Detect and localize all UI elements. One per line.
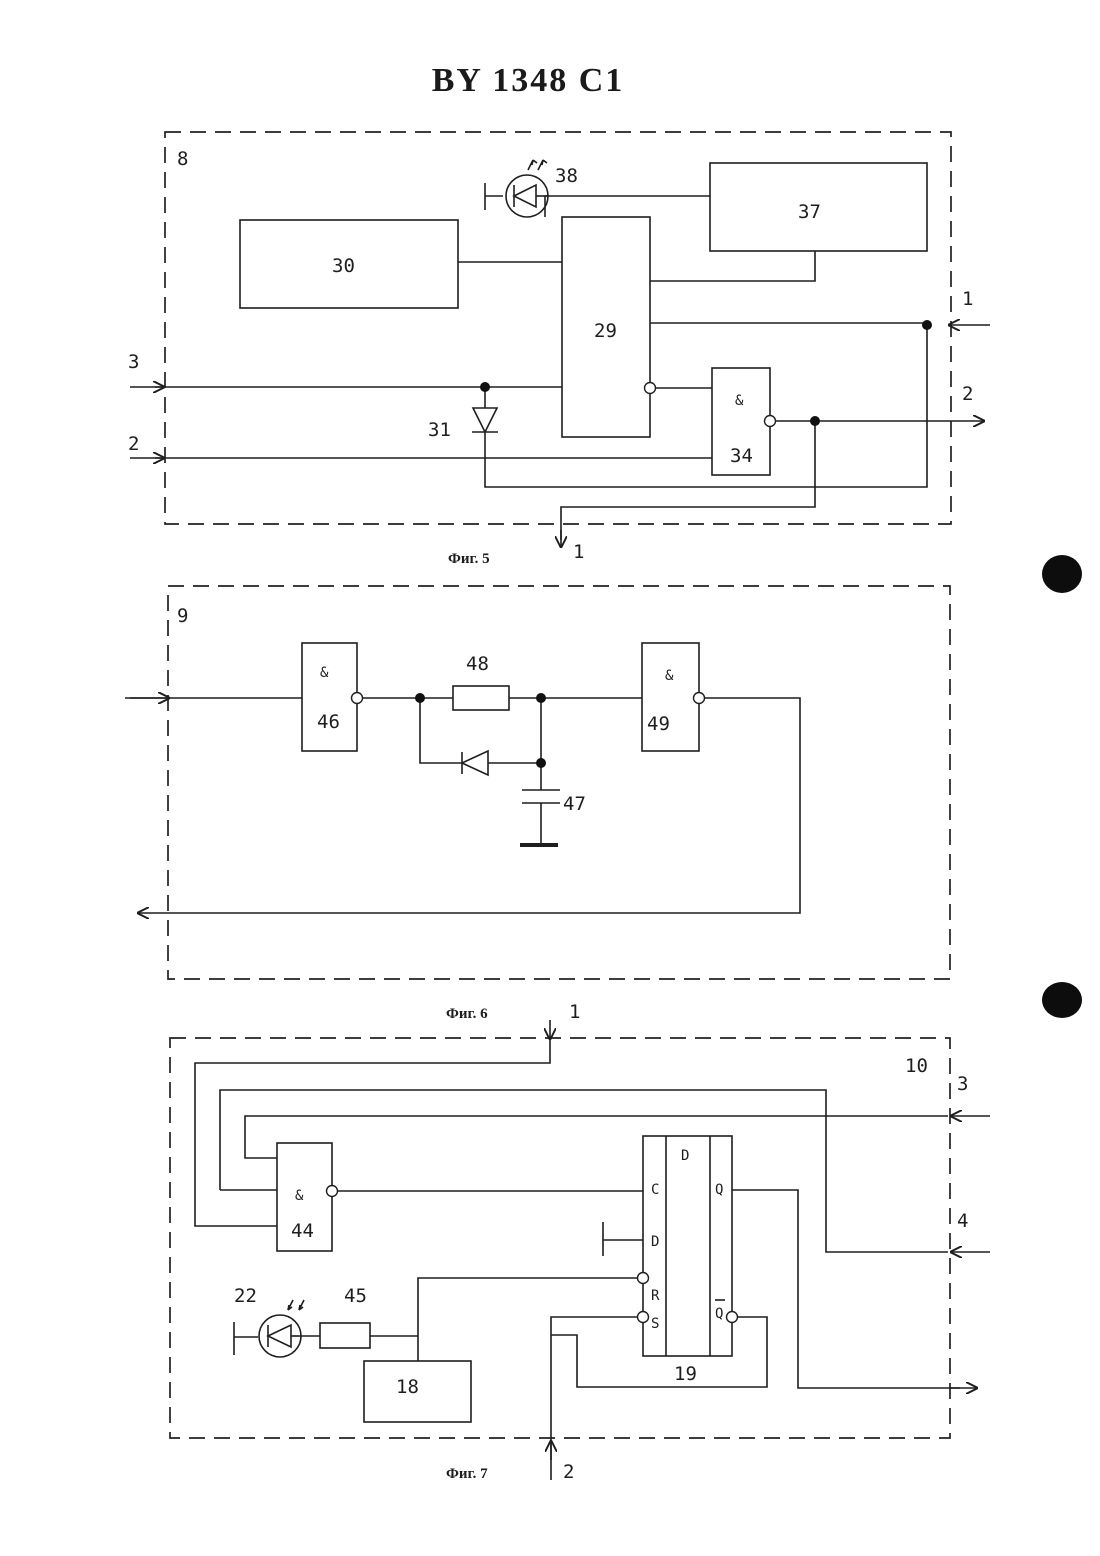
inverter-bubble-29 xyxy=(645,383,656,394)
figure-5: 8 30 29 37 & 34 xyxy=(128,132,990,567)
trigger-19-pin-q: Q xyxy=(715,1182,723,1198)
diode-31-icon xyxy=(472,408,498,432)
punch-hole-mark xyxy=(1042,982,1082,1018)
fig7-block-id: 10 xyxy=(905,1055,928,1077)
inverter-bubble-34 xyxy=(765,416,776,427)
fig5-terminal-in3: 3 xyxy=(128,351,139,373)
block-37-label: 37 xyxy=(798,201,821,223)
fig5-block-id: 8 xyxy=(177,148,188,170)
wire-in1-diode31 xyxy=(485,325,927,487)
junction-dot xyxy=(415,693,425,703)
resistor-48-icon xyxy=(453,686,509,710)
led-22-icon xyxy=(259,1300,304,1357)
fig5-terminal-in2: 2 xyxy=(128,433,139,455)
capacitor-47-icon xyxy=(520,790,560,845)
and-gate-46-label: 46 xyxy=(317,711,340,733)
inverter-bubble-qbar xyxy=(727,1312,738,1323)
led-38-label: 38 xyxy=(555,165,578,187)
trigger-19-pin-r: R xyxy=(651,1288,660,1304)
and-gate-46-symbol: & xyxy=(320,665,329,681)
wire-18-r xyxy=(418,1278,637,1361)
wire-29-37 xyxy=(650,251,815,281)
capacitor-47-label: 47 xyxy=(563,793,586,815)
fig6-block-id: 9 xyxy=(177,605,188,627)
fig5-terminal-out1: 1 xyxy=(573,541,584,563)
fig5-caption: Фиг. 5 xyxy=(448,551,490,567)
inverter-bubble-r xyxy=(638,1273,649,1284)
and-gate-44-label: 44 xyxy=(291,1220,314,1242)
fig7-caption: Фиг. 7 xyxy=(446,1466,488,1482)
resistor-48-label: 48 xyxy=(466,653,489,675)
and-gate-49-symbol: & xyxy=(665,668,674,684)
and-gate-44-symbol: & xyxy=(295,1188,304,1204)
fig7-terminal-top1: 1 xyxy=(569,1001,580,1023)
trigger-19-pin-d: D xyxy=(651,1234,659,1250)
wire-feedback xyxy=(165,698,800,913)
wire-in3-and44 xyxy=(245,1116,948,1158)
and-gate-34-label: 34 xyxy=(730,445,753,467)
block-18-label: 18 xyxy=(396,1376,419,1398)
fig7-terminal-in3: 3 xyxy=(957,1073,968,1095)
block-30-label: 30 xyxy=(332,255,355,277)
figure-6: 9 & 46 & 49 48 47 xyxy=(125,586,950,1022)
fig5-terminal-in1: 1 xyxy=(962,288,973,310)
junction-dot xyxy=(536,693,546,703)
trigger-19-label: 19 xyxy=(674,1363,697,1385)
inverter-bubble-46 xyxy=(352,693,363,704)
led-38-icon xyxy=(485,160,548,217)
led-22-label: 22 xyxy=(234,1285,257,1307)
wire-d-ground xyxy=(603,1222,643,1256)
inverter-bubble-44 xyxy=(327,1186,338,1197)
diode-icon xyxy=(462,751,488,775)
inverter-bubble-s xyxy=(638,1312,649,1323)
punch-hole-mark xyxy=(1042,555,1082,593)
resistor-45-label: 45 xyxy=(344,1285,367,1307)
junction-dot xyxy=(536,758,546,768)
junction-dot xyxy=(922,320,932,330)
wire-in1-and44 xyxy=(195,1040,550,1226)
trigger-19-pin-c: C xyxy=(651,1182,659,1198)
trigger-19-pin-s: S xyxy=(651,1316,659,1332)
and-gate-46 xyxy=(302,643,357,751)
junction-dot xyxy=(810,416,820,426)
inverter-bubble-49 xyxy=(694,693,705,704)
resistor-45-icon xyxy=(320,1323,370,1348)
fig7-terminal-bottom2: 2 xyxy=(563,1461,574,1483)
fig7-terminal-in4: 4 xyxy=(957,1210,968,1232)
fig6-caption: Фиг. 6 xyxy=(446,1006,488,1022)
block-29-label: 29 xyxy=(594,320,617,342)
trigger-19-pin-qbar: Q xyxy=(715,1306,723,1322)
fig6-frame xyxy=(168,586,950,979)
wire-out1 xyxy=(561,421,815,540)
figure-7: 10 & 44 D C D R S Q Q 19 18 xyxy=(170,1001,990,1483)
trigger-19-header: D xyxy=(681,1148,689,1164)
wire-led22-ground xyxy=(234,1322,258,1355)
and-gate-49-label: 49 xyxy=(647,713,670,735)
junction-dot xyxy=(480,382,490,392)
fig5-terminal-out2: 2 xyxy=(962,383,973,405)
diode-31-label: 31 xyxy=(428,419,451,441)
and-gate-34-symbol: & xyxy=(735,393,744,409)
